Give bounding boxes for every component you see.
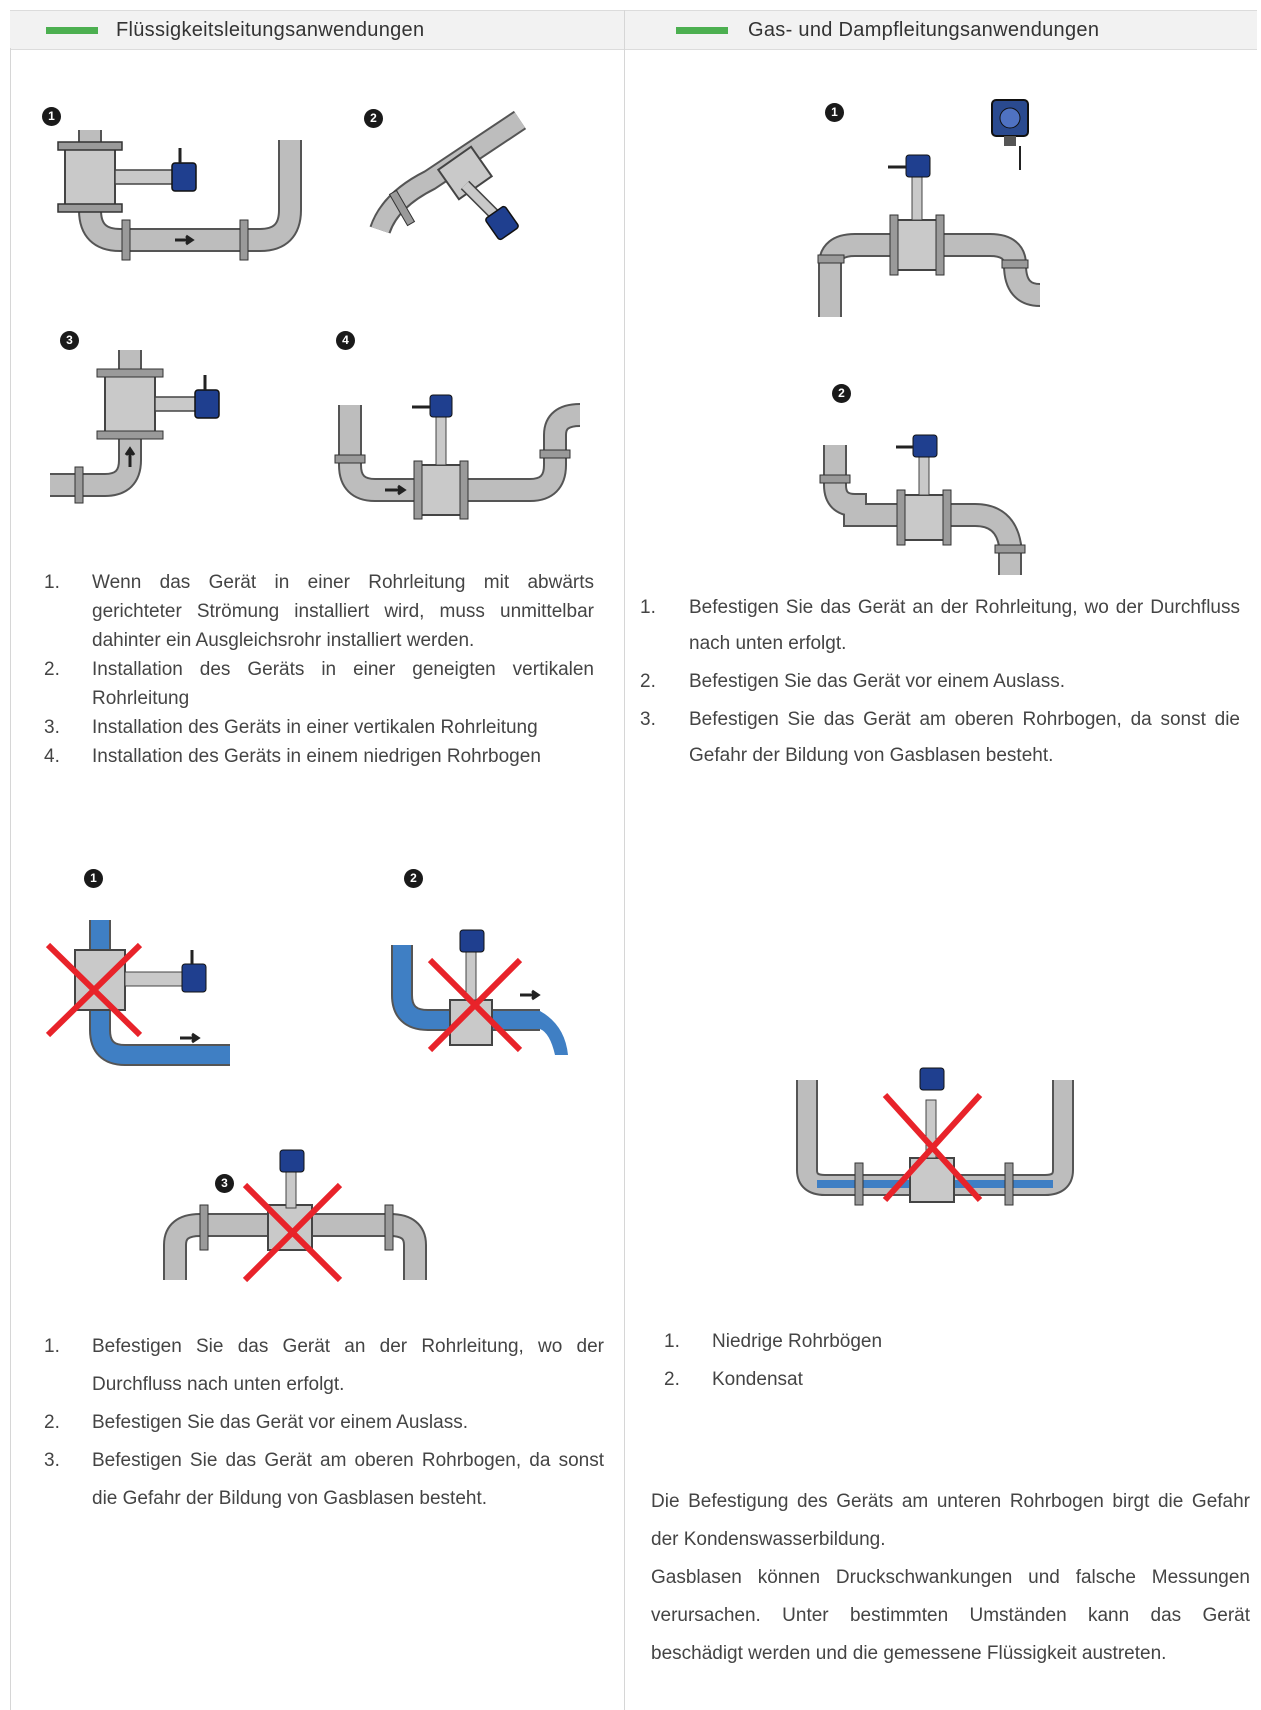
- badge-left-wrong-3: 3: [215, 1174, 234, 1193]
- diagram-left-correct-2: [369, 110, 527, 241]
- list-item: 1.Niedrige Rohrbögen: [664, 1331, 883, 1352]
- left-column-title: Flüssigkeitsleitungsanwendungen: [116, 19, 425, 41]
- right-column-header: Gas- und Dampfleitungsanwendungen: [624, 11, 1257, 49]
- right-wrong-list: 1.Niedrige Rohrbögen 2.Kondensat: [664, 1323, 1224, 1399]
- right-column-title: Gas- und Dampfleitungsanwendungen: [748, 19, 1100, 41]
- left-correct-list: 1.Wenn das Gerät in einer Rohrleitung mi…: [44, 568, 594, 771]
- right-correct-list: 1.Befestigen Sie das Gerät an der Rohrle…: [640, 590, 1240, 774]
- diagram-left-wrong-1: [45, 920, 230, 1066]
- badge-left-wrong-2: 2: [404, 869, 423, 888]
- badge-right-correct-1: 1: [825, 103, 844, 122]
- diagram-right-correct-1: [817, 99, 1041, 317]
- right-paragraph-1: Die Befestigung des Geräts am unteren Ro…: [651, 1491, 1250, 1550]
- badge-left-wrong-1: 1: [84, 869, 103, 888]
- diagram-left-wrong-2: [391, 929, 568, 1055]
- table-header: Flüssigkeitsleitungsanwendungen Gas- und…: [10, 10, 1257, 50]
- left-wrong-list: 1.Befestigen Sie das Gerät an der Rohrle…: [44, 1328, 604, 1518]
- green-bar-icon: [676, 27, 728, 34]
- column-divider: [624, 10, 625, 1710]
- list-item: 2.Befestigen Sie das Gerät vor einem Aus…: [640, 671, 1065, 692]
- badge-left-correct-3: 3: [60, 331, 79, 350]
- green-bar-icon: [46, 27, 98, 34]
- list-item: 2.Kondensat: [664, 1369, 803, 1390]
- left-column-header: Flüssigkeitsleitungsanwendungen: [10, 11, 623, 49]
- diagram-right-correct-2: [819, 434, 1026, 575]
- badge-right-correct-2: 2: [832, 384, 851, 403]
- table-border-left: [10, 48, 11, 1710]
- list-item: 1.Befestigen Sie das Gerät an der Rohrle…: [44, 1336, 604, 1395]
- diagram-right-wrong: [796, 1067, 1074, 1206]
- diagram-left-correct-4: [334, 394, 581, 520]
- badge-left-correct-2: 2: [364, 109, 383, 128]
- list-item: 2.Befestigen Sie das Gerät vor einem Aus…: [44, 1412, 468, 1433]
- diagram-left-wrong-3: [163, 1149, 427, 1283]
- list-item: 1.Wenn das Gerät in einer Rohrleitung mi…: [44, 572, 594, 651]
- list-item: 3.Befestigen Sie das Gerät am oberen Roh…: [44, 1450, 604, 1509]
- list-item: 3.Installation des Geräts in einer verti…: [44, 717, 538, 738]
- list-item: 3.Befestigen Sie das Gerät am oberen Roh…: [640, 709, 1240, 766]
- list-item: 1.Befestigen Sie das Gerät an der Rohrle…: [640, 597, 1240, 654]
- badge-left-correct-1: 1: [42, 107, 61, 126]
- right-paragraph-2: Gasblasen können Druckschwankungen und f…: [651, 1567, 1250, 1664]
- badge-left-correct-4: 4: [336, 331, 355, 350]
- diagram-left-correct-3: [50, 350, 220, 504]
- list-item: 2.Installation des Geräts in einer genei…: [44, 659, 594, 709]
- list-item: 4.Installation des Geräts in einem niedr…: [44, 746, 541, 767]
- diagram-left-correct-1: [57, 130, 302, 261]
